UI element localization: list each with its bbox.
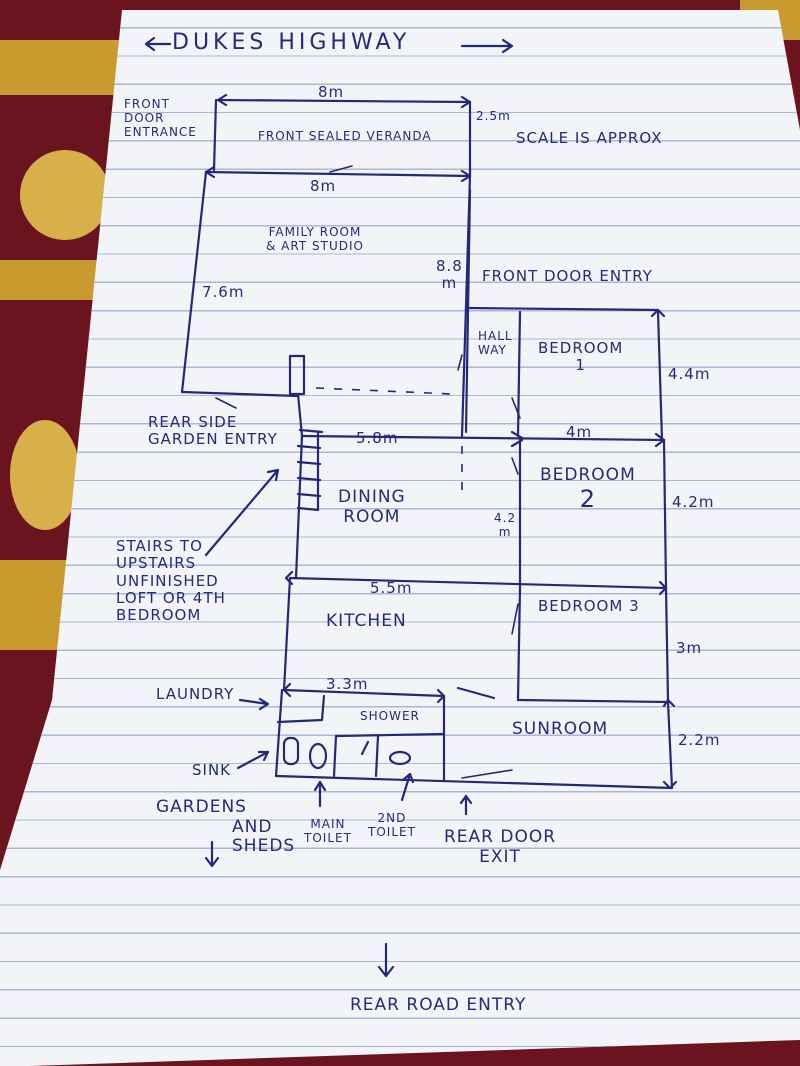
bedroom3-dim: [664, 586, 670, 702]
veranda-label: FRONT SEALED VERANDA: [258, 129, 432, 143]
stairs-icon: [296, 428, 324, 512]
kitchen-door-mark: [456, 686, 496, 700]
rear-road-down-arrow-icon: [377, 942, 395, 978]
hall-door-mark: [457, 354, 463, 371]
carpet-pattern: [10, 420, 80, 530]
bottom-wall: [274, 774, 674, 790]
sunroom-label: SUNROOM: [512, 719, 609, 739]
chimney-box: [288, 354, 306, 396]
shower-top-wall: [334, 732, 446, 738]
veranda-width-label: 8m: [318, 83, 345, 101]
dim-arrow-icon: [510, 430, 666, 448]
family-width-label: 8m: [310, 177, 337, 195]
shower-label: SHOWER: [360, 709, 420, 723]
bedroom1-door-mark: [511, 397, 521, 419]
family-right-wall: [464, 188, 472, 434]
sunroom-dim: [666, 700, 674, 790]
front-door-entry-label: FRONT DOOR ENTRY: [482, 267, 653, 285]
bedroom2-door-mark: [511, 457, 519, 475]
family-dashed-opening: [315, 387, 453, 395]
laundry-left-wall: [274, 688, 284, 778]
rear-side-door-mark: [215, 397, 237, 409]
bedroom2-dim: [662, 438, 668, 590]
dim-arrow-icon: [284, 570, 668, 596]
carpet-pattern: [20, 150, 110, 240]
bedroom1-dim: [656, 310, 664, 442]
kitchen-left-wall: [282, 576, 292, 692]
bed2-depth-label: 4.2m: [672, 493, 715, 511]
veranda-tick: [329, 165, 353, 173]
family-room-label: FAMILY ROOM& ART STUDIO: [266, 225, 364, 253]
left-arrow-icon: [144, 36, 172, 52]
bed1-depth-label: 4.4m: [668, 365, 711, 383]
bed1-width-label: 4m: [566, 423, 593, 441]
scale-note: SCALE IS APPROX: [516, 129, 663, 147]
second-toilet-pointer-arrow-icon: [400, 772, 415, 802]
shower-icon: [360, 740, 370, 756]
kitchen-width-label: 5.5m: [370, 579, 413, 597]
laundry-partition: [276, 694, 326, 724]
second-toilet-icon: [388, 750, 412, 766]
carpet-pattern: [0, 260, 110, 300]
gardens-down-arrow-icon: [204, 840, 220, 868]
rear-door-pointer-arrow-icon: [459, 794, 473, 816]
sink-label: SINK: [192, 761, 232, 779]
bed3-depth-label: 3m: [676, 639, 703, 657]
stairs-pointer-arrow-icon: [204, 468, 280, 557]
rear-road-label: REAR ROAD ENTRY: [350, 995, 527, 1015]
family-depth-label: 7.6m: [202, 283, 245, 301]
family-left-dim: [180, 170, 208, 394]
dim-arrow-icon: [204, 165, 472, 183]
family-step-wall: [296, 392, 304, 438]
rear-door-mark: [461, 769, 513, 779]
hall-length-label: 8.8 m: [436, 257, 463, 293]
veranda-top-dim: [216, 98, 472, 104]
dim-arrow-icon: [282, 682, 446, 704]
dim-arrow-icon: [650, 308, 678, 790]
kitchen-label: KITCHEN: [326, 611, 407, 631]
dining-width-label: 5.8m: [356, 429, 399, 447]
kitchen-right-wall: [516, 586, 522, 702]
main-toilet-pointer-arrow-icon: [313, 780, 327, 808]
dining-depth-label: 4.2 m: [494, 511, 517, 539]
shower-left-wall: [332, 734, 338, 778]
veranda-bottom-wall: [204, 170, 472, 178]
family-bottom-wall: [180, 390, 300, 398]
laundry-dim: [282, 688, 446, 698]
dim-arrow-icon: [216, 93, 472, 109]
laundry-pointer-arrow-icon: [238, 697, 270, 711]
gardens-label: GARDENS AND SHEDS: [156, 797, 296, 857]
kitchen-top-dim: [288, 576, 668, 590]
sink-icon: [282, 736, 300, 766]
page-title: DUKES HIGHWAY: [172, 30, 411, 55]
bedroom3-label: BEDROOM 3: [538, 597, 640, 615]
laundry-width-label: 3.3m: [326, 675, 369, 693]
sunroom-depth-label: 2.2m: [678, 731, 721, 749]
veranda-left-wall: [212, 98, 218, 172]
main-toilet-icon: [308, 742, 328, 770]
sunroom-top-wall: [516, 698, 670, 704]
bedroom3-door-mark: [511, 603, 519, 635]
veranda-depth-label: 2.5m: [476, 109, 511, 123]
right-arrow-icon: [460, 38, 514, 54]
bedroom1-top-wall: [466, 306, 660, 312]
dining-top-wall: [300, 434, 666, 442]
sink-pointer-arrow-icon: [236, 750, 270, 770]
laundry-label: LAUNDRY: [156, 685, 235, 703]
shower-mid-wall: [374, 734, 380, 778]
